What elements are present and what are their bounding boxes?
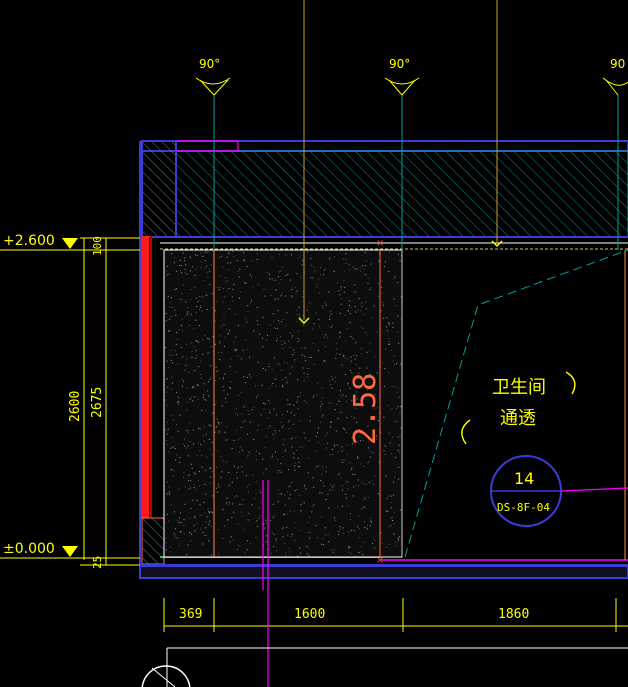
panel-speckle-texture [165, 251, 402, 557]
elevation-top-label: +2.600 [3, 233, 55, 249]
room-label: 卫生间 通透 [461, 371, 576, 445]
vertical-dimensions: 100 2675 2600 25 [68, 236, 140, 569]
detail-reference: DS-8F-04 [497, 501, 550, 514]
room-name: 卫生间 [492, 377, 546, 398]
dim-top-offset: 100 [91, 236, 104, 256]
elevation-top: +2.600 [0, 233, 92, 251]
dim-bottom-offset: 25 [91, 556, 104, 569]
section-bubble [141, 665, 191, 687]
red-wall-finish [141, 236, 149, 518]
leader-lines [213, 0, 626, 560]
angle-marker-2: 90° [384, 57, 420, 96]
angle-label-2: 90° [389, 57, 410, 71]
stone-panel: × × [163, 238, 403, 566]
dim-width-2: 1600 [294, 607, 325, 622]
horizontal-dimensions: 369 1600 1860 [163, 598, 628, 632]
dim-inner-height: 2675 [90, 387, 105, 418]
detail-callout: 14 DS-8F-04 [490, 455, 628, 527]
angle-marker-1: 90° [195, 57, 231, 96]
dim-width-3: 1860 [498, 607, 529, 622]
dim-overall-height: 2600 [68, 391, 83, 422]
dim-width-1: 369 [179, 607, 202, 622]
angle-label-3: 90 [610, 57, 625, 71]
left-wall [139, 140, 177, 578]
opening-outline [404, 249, 628, 558]
panel-height-label: 2.58 [348, 373, 383, 445]
elevation-bottom: ±0.000 [0, 541, 92, 559]
angle-label-1: 90° [199, 57, 220, 71]
ceiling-slab [141, 140, 628, 250]
elevation-bottom-label: ±0.000 [3, 541, 55, 557]
room-note: 通透 [500, 408, 536, 429]
panel-tick-top: × [376, 238, 384, 249]
panel-tick-bottom: × [376, 555, 384, 566]
detail-number: 14 [514, 469, 534, 488]
angle-marker-3: 90 [602, 57, 628, 96]
section-marks [141, 480, 628, 687]
